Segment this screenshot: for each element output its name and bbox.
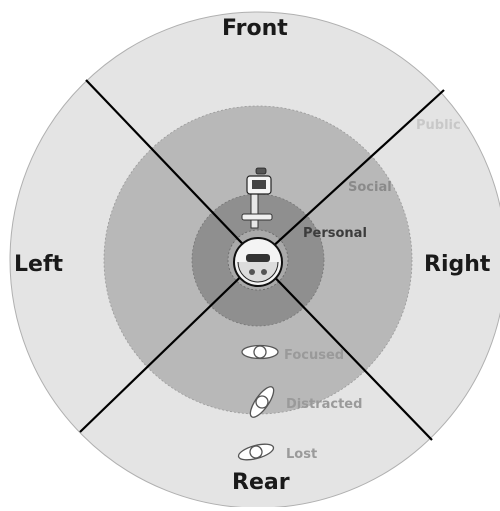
state-label-lost: Lost <box>286 447 318 462</box>
divider-line-rear-left <box>79 259 259 433</box>
divider-line-rear-right <box>257 259 433 441</box>
direction-label-front: Front <box>222 16 288 41</box>
person-lost-icon <box>237 443 275 461</box>
direction-label-rear: Rear <box>232 470 290 495</box>
divider-line-front-right <box>257 89 445 261</box>
person-focused-icon <box>241 344 279 360</box>
zone-label-public: Public <box>416 118 461 133</box>
zone-label-personal: Personal <box>303 226 367 241</box>
robot-icon <box>233 167 283 287</box>
state-label-focused: Focused <box>284 348 345 363</box>
state-label-distracted: Distracted <box>286 397 363 412</box>
zone-label-social: Social <box>348 180 392 195</box>
direction-label-right: Right <box>424 252 491 277</box>
person-distracted-icon <box>249 386 275 418</box>
divider-line-front-left <box>85 79 259 261</box>
direction-label-left: Left <box>14 252 64 277</box>
